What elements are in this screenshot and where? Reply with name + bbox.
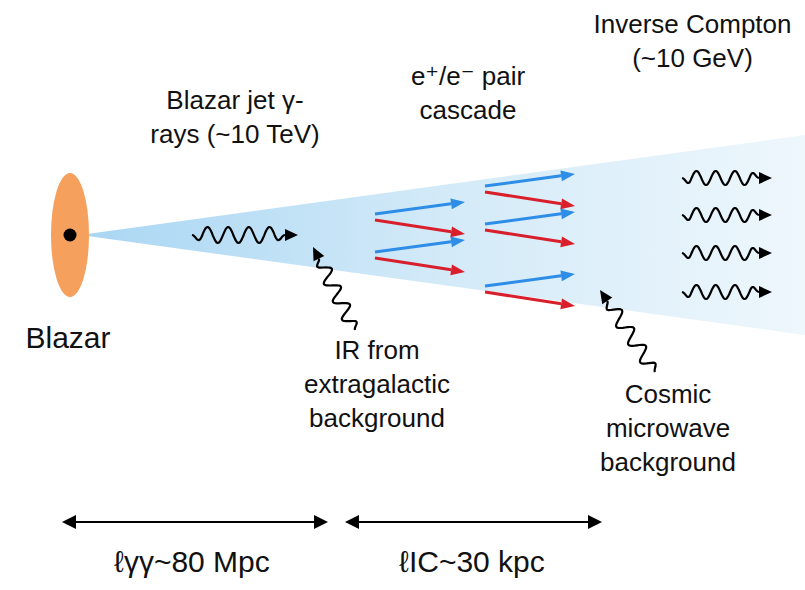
- photon-arrowhead: [759, 247, 772, 259]
- photon-arrowhead: [759, 286, 772, 298]
- particle-arrowhead: [560, 298, 575, 309]
- particle-arrow: [485, 230, 561, 242]
- particle-arrowhead: [450, 198, 465, 209]
- annotation-label: Blazar jet γ-rays (~10 TeV): [148, 84, 323, 152]
- particle-arrow: [375, 204, 451, 214]
- particle-arrowhead: [450, 236, 465, 247]
- particle-arrow: [485, 276, 561, 286]
- photon-wave: [682, 285, 759, 299]
- particle-arrow: [485, 292, 561, 304]
- particle-arrowhead: [560, 236, 575, 247]
- blazar-core: [64, 229, 77, 242]
- scale-label: ℓγγ~80 Mpc: [62, 542, 322, 581]
- particle-arrowhead: [560, 198, 575, 209]
- particle-arrow: [375, 242, 451, 252]
- photon-wave: [682, 171, 759, 185]
- annotation-label: Cosmic microwave background: [576, 378, 761, 479]
- scale-arrows: [62, 515, 602, 529]
- annotation-label: IR from extragalactic background: [270, 334, 485, 435]
- photon-arrowhead: [313, 247, 324, 261]
- particle-arrow: [485, 176, 561, 186]
- photon-arrowhead: [285, 229, 298, 241]
- annotation-label: Blazar: [3, 318, 133, 357]
- annotation-label: e⁺/e⁻ pair cascade: [391, 60, 546, 128]
- annotation-label: Inverse Compton (~10 GeV): [585, 8, 800, 76]
- photon-wave: [192, 227, 285, 243]
- particle-arrowhead: [560, 270, 575, 281]
- photon-wave: [682, 246, 759, 260]
- photon-wave: [682, 208, 759, 222]
- particle-arrow: [375, 258, 451, 270]
- particle-arrow: [375, 220, 451, 232]
- photon-arrowhead: [759, 209, 772, 221]
- particle-arrowhead: [560, 208, 575, 219]
- photon-arrowhead: [600, 290, 612, 304]
- scale-label: ℓIC~30 kpc: [352, 542, 592, 581]
- particle-arrow: [485, 214, 561, 224]
- jet-cone: [80, 135, 805, 335]
- photon-arrowhead: [759, 172, 772, 184]
- particle-arrowhead: [450, 226, 465, 237]
- photon-wave: [607, 301, 656, 372]
- blazar-disk: [51, 173, 89, 297]
- particle-arrowhead: [450, 264, 465, 275]
- particle-arrowhead: [560, 170, 575, 181]
- particle-arrow: [485, 192, 561, 204]
- photon-wave: [317, 259, 357, 330]
